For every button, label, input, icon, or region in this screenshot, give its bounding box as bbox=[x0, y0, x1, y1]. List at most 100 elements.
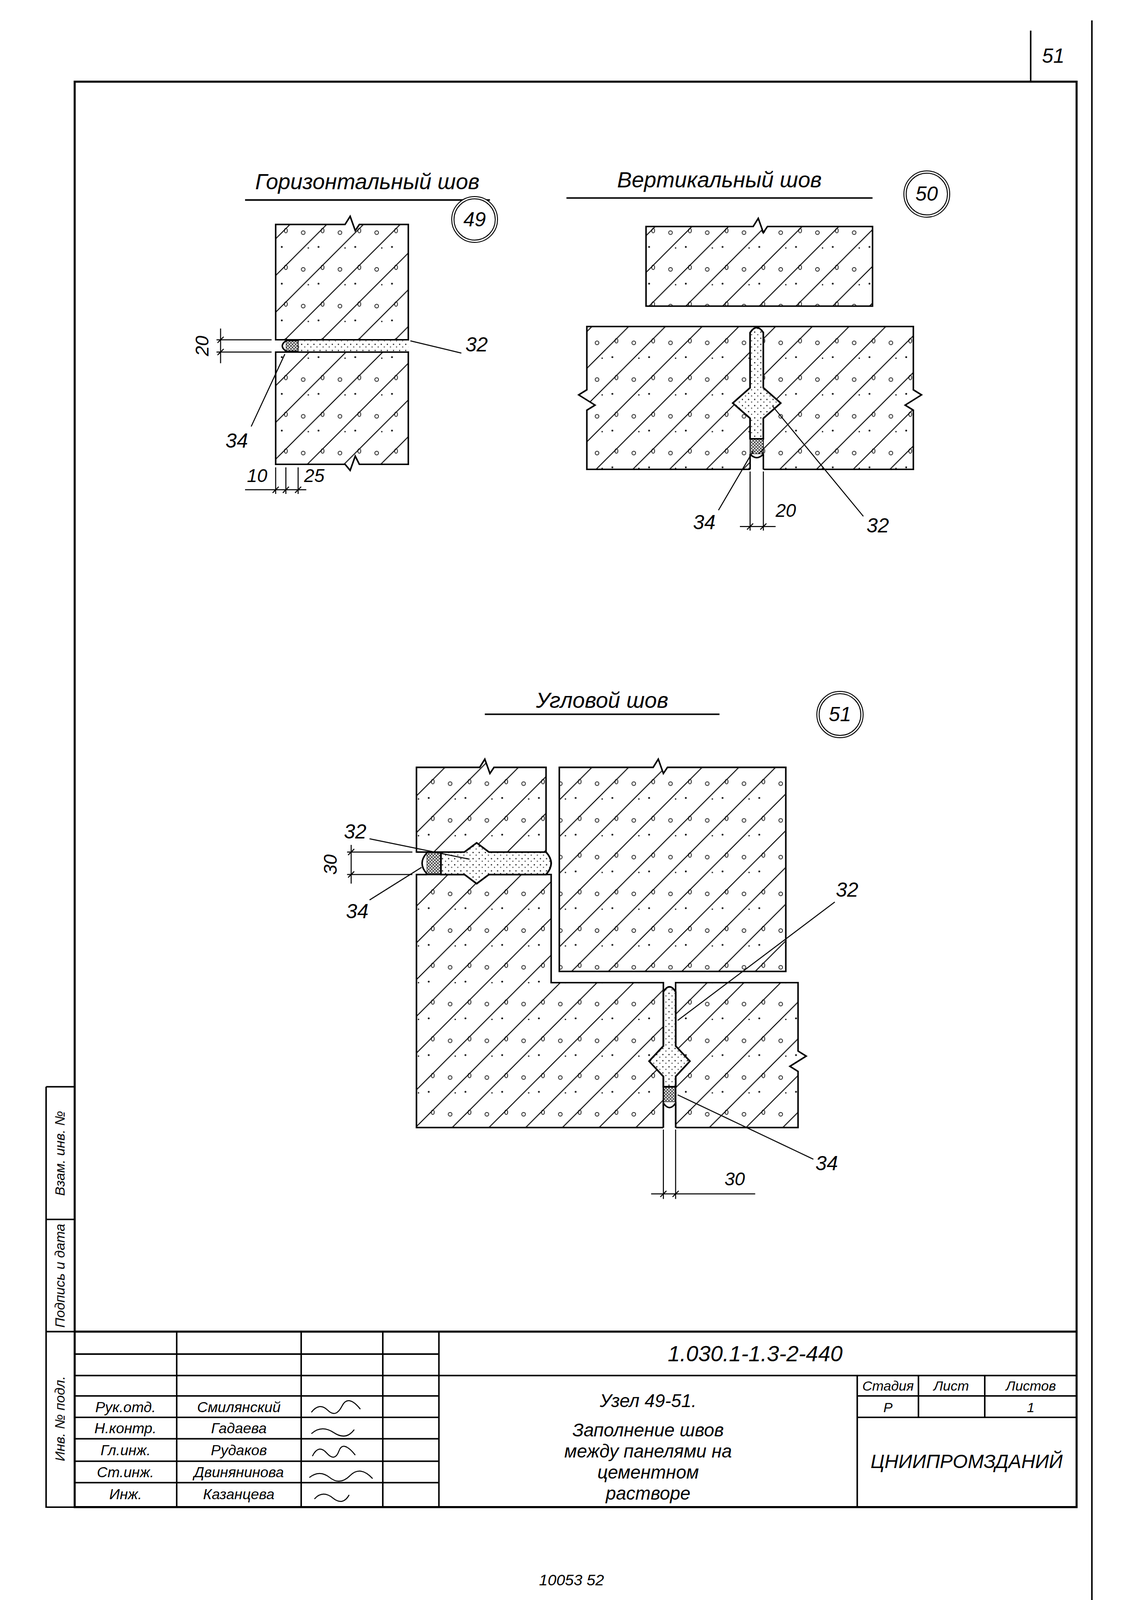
corner-joint-detail-part bbox=[663, 1101, 676, 1129]
corner-joint-detail-part bbox=[416, 852, 427, 875]
callout-number: 32 bbox=[342, 820, 368, 844]
corner-joint-detail-part bbox=[663, 1086, 676, 1102]
callout-number: 34 bbox=[814, 1151, 840, 1176]
corner-joint-detail-part bbox=[441, 842, 552, 884]
role-cell: Рук.отд. bbox=[93, 1398, 158, 1416]
name-cell: Двинянинова bbox=[192, 1463, 285, 1481]
corner-joint-detail-part bbox=[675, 982, 807, 1128]
callout-number: 32 bbox=[834, 878, 860, 902]
vertical-joint-detail-part bbox=[749, 454, 764, 471]
corner-joint-detail-part bbox=[416, 874, 664, 1128]
table-header: Листов bbox=[1004, 1378, 1058, 1395]
vertical-joint-detail-part bbox=[732, 327, 781, 439]
corner-joint-detail-part bbox=[347, 844, 413, 884]
horizontal-joint-detail-part bbox=[285, 340, 299, 351]
vertical-joint-detail-part bbox=[718, 450, 754, 510]
horizontal-joint-detail bbox=[216, 200, 491, 494]
dimension: 20 bbox=[774, 499, 798, 521]
dimension: 30 bbox=[723, 1168, 747, 1190]
view-heading: Угловой шов bbox=[534, 687, 670, 713]
horizontal-joint-detail-part bbox=[273, 340, 286, 351]
table-header: Лист bbox=[932, 1378, 971, 1395]
dimension: 30 bbox=[320, 853, 342, 877]
corner-joint-detail-part bbox=[369, 838, 470, 860]
vertical-joint-detail-part bbox=[732, 327, 781, 439]
name-cell: Рудаков bbox=[209, 1441, 269, 1459]
horizontal-joint-detail-part bbox=[298, 340, 409, 351]
archive-number: 10053 52 bbox=[537, 1570, 606, 1589]
sheet-frame bbox=[74, 20, 1092, 1600]
view-heading: Вертикальный шов bbox=[615, 167, 824, 193]
detail-number-circle: 51 bbox=[816, 690, 864, 738]
callout-number: 34 bbox=[224, 429, 250, 453]
sheet-frame-part bbox=[74, 81, 1077, 1507]
title-block-part bbox=[176, 1331, 1077, 1507]
corner-joint-detail-part bbox=[416, 759, 547, 853]
horizontal-joint-detail-part bbox=[282, 340, 286, 351]
horizontal-joint-detail-part bbox=[275, 351, 409, 471]
signatures-part bbox=[311, 1400, 361, 1414]
table-header: Стадия bbox=[860, 1378, 915, 1395]
name-cell: Гадаева bbox=[209, 1419, 269, 1437]
dimension: 10 bbox=[245, 465, 269, 487]
corner-joint-detail-part bbox=[677, 1094, 814, 1160]
corner-joint-detail-part bbox=[649, 986, 690, 1087]
page-number: 51 bbox=[1040, 44, 1067, 68]
dimension: 20 bbox=[191, 334, 213, 358]
corner-joint-detail-part bbox=[441, 842, 552, 884]
signatures-part bbox=[314, 1493, 350, 1502]
vertical-joint-detail-part bbox=[645, 218, 873, 307]
sheet-title: Узел 49-51. bbox=[598, 1389, 698, 1412]
detail-number: 49 bbox=[463, 208, 486, 231]
horizontal-joint-detail-part bbox=[410, 340, 462, 354]
horizontal-joint-detail-part bbox=[216, 328, 272, 364]
horizontal-joint-detail-part bbox=[251, 354, 285, 427]
vertical-joint-detail-part bbox=[749, 454, 764, 470]
title-block bbox=[46, 1086, 1077, 1508]
detail-number: 51 bbox=[828, 703, 852, 726]
horizontal-joint-detail-part bbox=[245, 199, 490, 201]
corner-joint-detail-part bbox=[559, 759, 786, 972]
detail-number-circle: 49 bbox=[451, 196, 498, 243]
sheet-frame-part bbox=[1029, 30, 1032, 82]
signatures bbox=[309, 1400, 373, 1502]
stamp-cell: Инв. № подл. bbox=[52, 1374, 69, 1463]
corner-joint-detail-part bbox=[651, 1129, 756, 1199]
corner-joint-detail-part bbox=[677, 902, 835, 1021]
title-block-part bbox=[46, 1086, 75, 1508]
table-cell: 1 bbox=[1025, 1399, 1037, 1416]
sheet-title: Заполнение швов между панелями на цемент… bbox=[555, 1419, 742, 1504]
detail-number: 50 bbox=[915, 182, 938, 205]
drawing-designation: 1.030.1-1.3-2-440 bbox=[666, 1340, 845, 1367]
vertical-joint-detail-part bbox=[566, 196, 873, 199]
corner-joint-detail-part bbox=[484, 713, 720, 715]
title-block-part bbox=[74, 1353, 1077, 1483]
dimension: 25 bbox=[302, 465, 327, 487]
signatures-part bbox=[309, 1471, 373, 1482]
organization-name: ЦНИИПРОМЗДАНИЙ bbox=[869, 1450, 1064, 1473]
view-heading: Горизонтальный шов bbox=[253, 169, 482, 195]
sheet-frame-part bbox=[1091, 20, 1093, 1600]
role-cell: Гл.инж. bbox=[99, 1441, 153, 1459]
horizontal-joint-detail-part bbox=[275, 216, 409, 340]
signatures-part bbox=[312, 1445, 356, 1457]
stamp-cell: Взам. инв. № bbox=[52, 1109, 69, 1198]
corner-joint-detail bbox=[347, 714, 836, 1199]
vertical-joint-detail bbox=[566, 197, 922, 531]
name-cell: Казанцева bbox=[201, 1485, 276, 1503]
role-cell: Инж. bbox=[108, 1485, 144, 1503]
table-cell: Р bbox=[881, 1399, 894, 1416]
corner-joint-detail-part bbox=[649, 986, 690, 1087]
callout-number: 34 bbox=[691, 510, 717, 535]
corner-joint-detail-part bbox=[663, 1101, 676, 1128]
callout-number: 32 bbox=[464, 333, 490, 357]
title-block-part bbox=[74, 1330, 1077, 1333]
stamp-cell: Подпись и дата bbox=[52, 1222, 69, 1330]
role-cell: Н.контр. bbox=[93, 1419, 159, 1437]
callout-number: 32 bbox=[864, 514, 891, 538]
callout-number: 34 bbox=[344, 899, 370, 924]
vertical-joint-detail-part bbox=[739, 471, 776, 531]
